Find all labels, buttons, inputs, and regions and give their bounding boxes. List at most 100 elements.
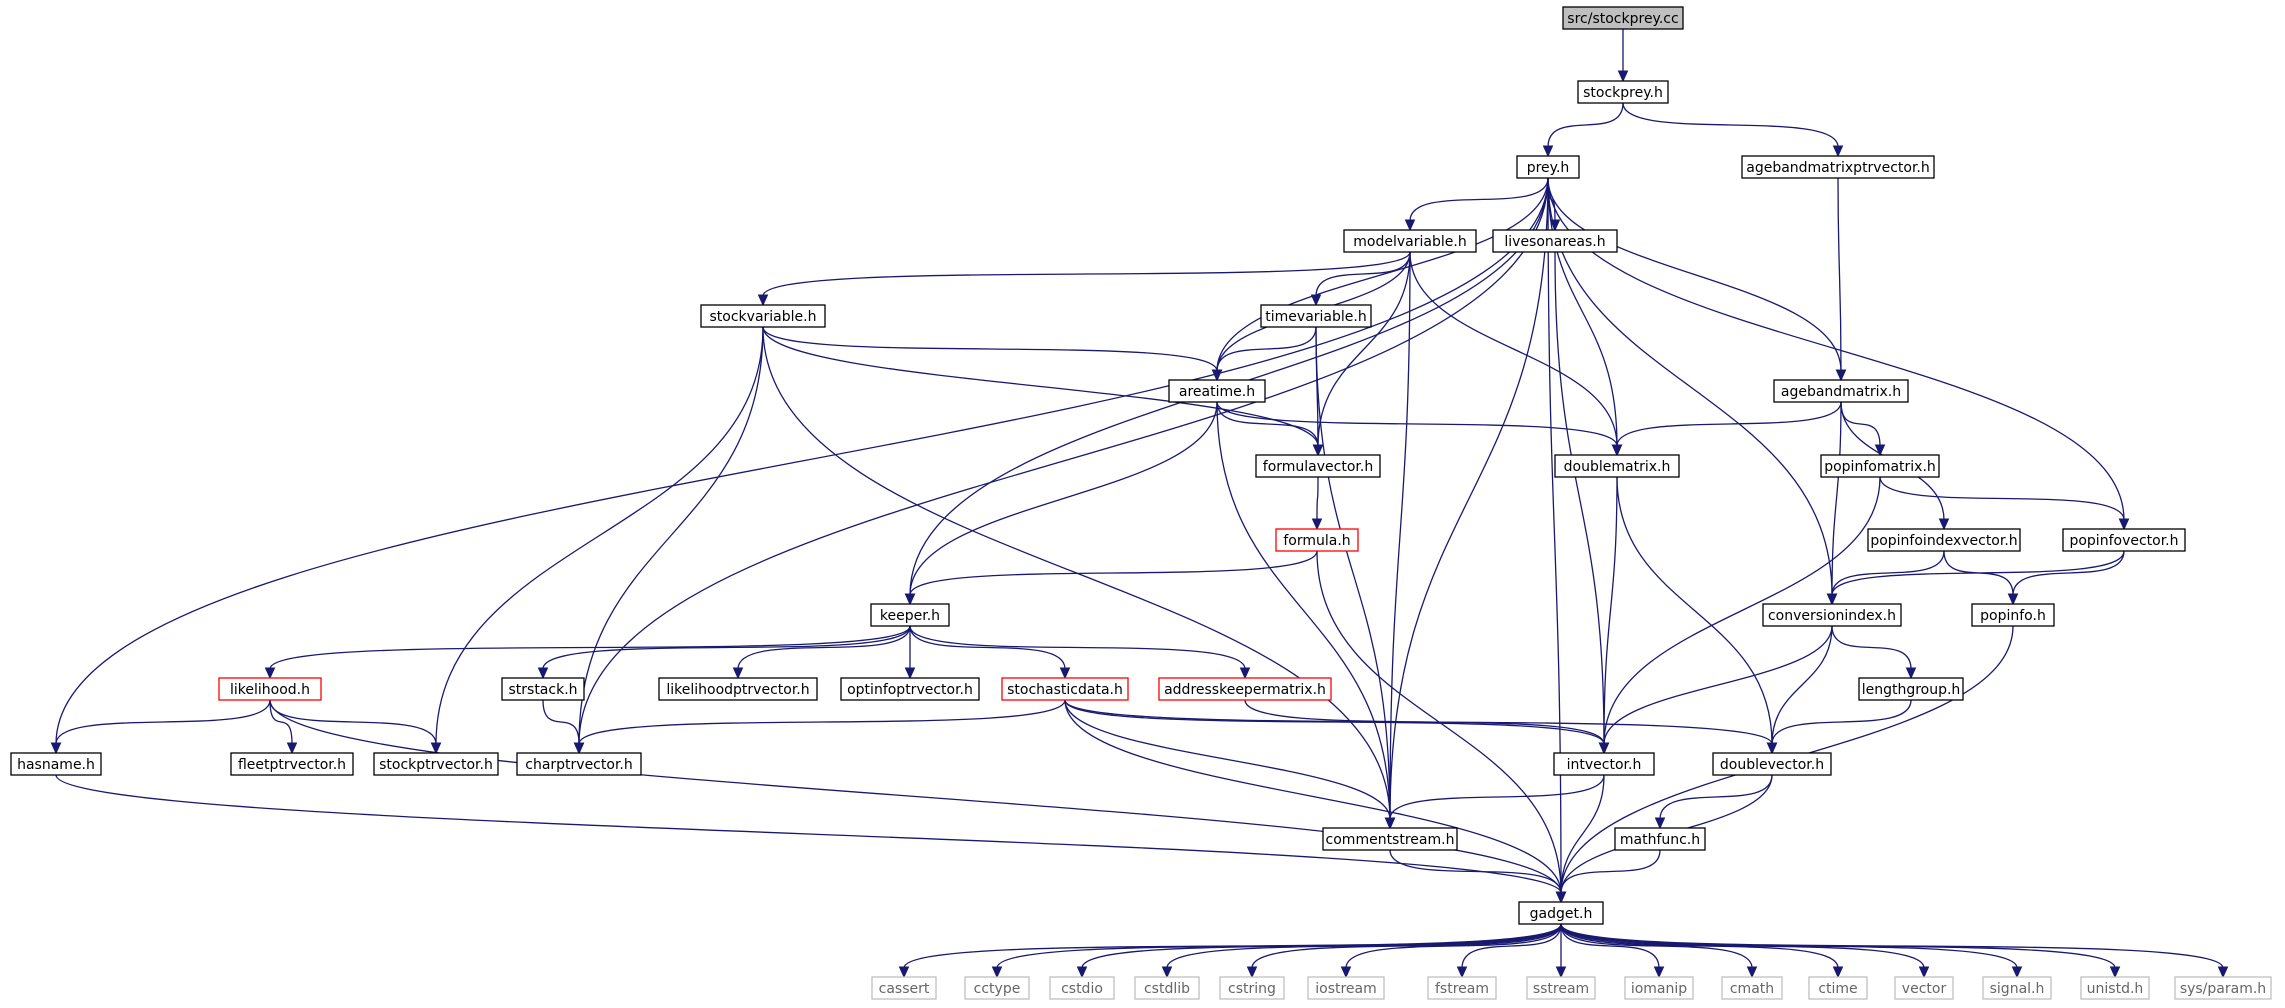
edge-keeper-h-to-likelihood-h	[264, 625, 911, 680]
node-label: cstdlib	[1144, 981, 1190, 997]
edge-popinfomatrix-h-to-popinfovector-h	[1879, 476, 2130, 531]
edge-gadget-h-to-fstream	[1456, 923, 1562, 979]
node-cstdio: cstdio	[1049, 976, 1115, 1000]
node-agebandmatrix-h[interactable]: agebandmatrix.h	[1773, 379, 1909, 403]
node-label: popinfo.h	[1980, 608, 2046, 624]
node-label: cctype	[974, 981, 1021, 997]
node-box	[1741, 155, 1935, 179]
node-strstack-h[interactable]: strstack.h	[501, 677, 585, 701]
node-box	[840, 677, 980, 701]
node-livesonareas-h[interactable]: livesonareas.h	[1492, 229, 1618, 253]
edge-stockprey-cc-to-stockprey-h	[1617, 29, 1629, 83]
node-popinfomatrix-h[interactable]: popinfomatrix.h	[1820, 454, 1940, 478]
node-box	[1562, 6, 1684, 30]
node-likelihoodptrvector-h[interactable]: likelihoodptrvector.h	[658, 677, 818, 701]
node-doublevector-h[interactable]: doublevector.h	[1712, 752, 1832, 776]
node-box	[1492, 229, 1618, 253]
node-charptrvector-h[interactable]: charptrvector.h	[516, 752, 642, 776]
node-label: keeper.h	[880, 608, 940, 624]
node-box	[1762, 603, 1902, 627]
node-label: doublevector.h	[1720, 757, 1824, 773]
node-label: agebandmatrixptrvector.h	[1746, 160, 1930, 176]
edge-popinfovector-h-to-conversionindex-h	[1826, 550, 2125, 606]
node-label: likelihood.h	[230, 682, 310, 698]
node-box	[700, 304, 826, 328]
node-label: stockprey.h	[1583, 85, 1663, 101]
node-box	[1260, 304, 1372, 328]
node-conversionindex-h[interactable]: conversionindex.h	[1762, 603, 1902, 627]
node-label: conversionindex.h	[1768, 608, 1896, 624]
node-gadget-h[interactable]: gadget.h	[1518, 901, 1604, 925]
node-iomanip: iomanip	[1624, 976, 1694, 1000]
node-stockptrvector-h[interactable]: stockptrvector.h	[373, 752, 499, 776]
node-popinfo-h[interactable]: popinfo.h	[1971, 603, 2055, 627]
node-mathfunc-h[interactable]: mathfunc.h	[1614, 827, 1706, 851]
node-box	[230, 752, 354, 776]
node-likelihood-h[interactable]: likelihood.h	[218, 677, 322, 701]
node-stochasticdata-h[interactable]: stochasticdata.h	[1001, 677, 1129, 701]
node-cstdlib: cstdlib	[1134, 976, 1200, 1000]
edge-popinfoindexvector-h-to-conversionindex-h	[1826, 550, 1945, 606]
node-stockvariable-h[interactable]: stockvariable.h	[700, 304, 826, 328]
edge-stockvariable-h-to-commentstream-h	[762, 326, 1396, 830]
node-keeper-h[interactable]: keeper.h	[870, 603, 950, 627]
node-timevariable-h[interactable]: timevariable.h	[1260, 304, 1372, 328]
node-label: formula.h	[1283, 533, 1350, 549]
node-stockprey-cc[interactable]: src/stockprey.cc	[1562, 6, 1684, 30]
edge-gadget-h-to-iomanip	[1560, 923, 1665, 979]
node-optinfoptrvector-h[interactable]: optinfoptrvector.h	[840, 677, 980, 701]
node-popinfoindexvector-h[interactable]: popinfoindexvector.h	[1867, 528, 2021, 552]
edge-doublematrix-h-to-intvector-h	[1598, 476, 1618, 755]
node-box	[501, 677, 585, 701]
node-commentstream-h[interactable]: commentstream.h	[1322, 827, 1458, 851]
edge-conversionindex-h-to-lengthgroup-h	[1831, 625, 1917, 680]
node-label: fleetptrvector.h	[238, 757, 346, 773]
edge-formula-h-to-keeper-h	[904, 550, 1318, 606]
node-modelvariable-h[interactable]: modelvariable.h	[1343, 229, 1477, 253]
node-lengthgroup-h[interactable]: lengthgroup.h	[1858, 677, 1964, 701]
edge-gadget-h-to-sstream	[1555, 923, 1567, 979]
edge-gadget-h-to-cstdio	[1076, 923, 1562, 979]
node-label: cmath	[1730, 981, 1774, 997]
edge-prey-h-to-agebandmatrix-h	[1547, 177, 1847, 382]
node-label: signal.h	[1990, 981, 2045, 997]
node-stockprey-h[interactable]: stockprey.h	[1577, 80, 1669, 104]
edge-modelvariable-h-to-stockvariable-h	[757, 251, 1411, 307]
node-intvector-h[interactable]: intvector.h	[1553, 752, 1655, 776]
node-box	[1158, 677, 1332, 701]
node-label: timevariable.h	[1265, 309, 1366, 325]
node-box	[1712, 752, 1832, 776]
node-label: stockvariable.h	[710, 309, 817, 325]
edge-intvector-h-to-commentstream-h	[1384, 774, 1605, 830]
edge-modelvariable-h-to-commentstream-h	[1384, 251, 1411, 830]
node-label: livesonareas.h	[1504, 234, 1605, 250]
node-box	[1134, 976, 1200, 1000]
node-popinfovector-h[interactable]: popinfovector.h	[2062, 528, 2186, 552]
node-doublematrix-h[interactable]: doublematrix.h	[1554, 454, 1680, 478]
node-box	[1427, 976, 1497, 1000]
node-box	[373, 752, 499, 776]
node-label: fstream	[1435, 981, 1489, 997]
node-areatime-h[interactable]: areatime.h	[1168, 379, 1266, 403]
node-box	[1721, 976, 1783, 1000]
node-label: doublematrix.h	[1564, 459, 1671, 475]
edge-formulavector-h-to-formula-h	[1311, 476, 1323, 531]
node-addresskeepermatrix-h[interactable]: addresskeepermatrix.h	[1158, 677, 1332, 701]
node-hasname-h[interactable]: hasname.h	[10, 752, 102, 776]
edge-agebandmatrixptrvector-h-to-agebandmatrix-h	[1835, 177, 1847, 382]
node-formulavector-h[interactable]: formulavector.h	[1255, 454, 1381, 478]
edge-gadget-h-to-cmath	[1560, 923, 1758, 979]
edge-doublematrix-h-to-doublevector-h	[1616, 476, 1778, 755]
node-label: prey.h	[1527, 160, 1570, 176]
node-prey-h[interactable]: prey.h	[1516, 155, 1580, 179]
node-box	[964, 976, 1030, 1000]
node-label: optinfoptrvector.h	[847, 682, 973, 698]
node-fleetptrvector-h[interactable]: fleetptrvector.h	[230, 752, 354, 776]
edge-keeper-h-to-strstack-h	[537, 625, 911, 680]
node-formula-h[interactable]: formula.h	[1275, 528, 1359, 552]
node-agebandmatrixptrvector-h[interactable]: agebandmatrixptrvector.h	[1741, 155, 1935, 179]
node-box	[1168, 379, 1266, 403]
edge-gadget-h-to-ctime	[1560, 923, 1844, 979]
node-box	[1322, 827, 1458, 851]
node-box	[1867, 528, 2021, 552]
